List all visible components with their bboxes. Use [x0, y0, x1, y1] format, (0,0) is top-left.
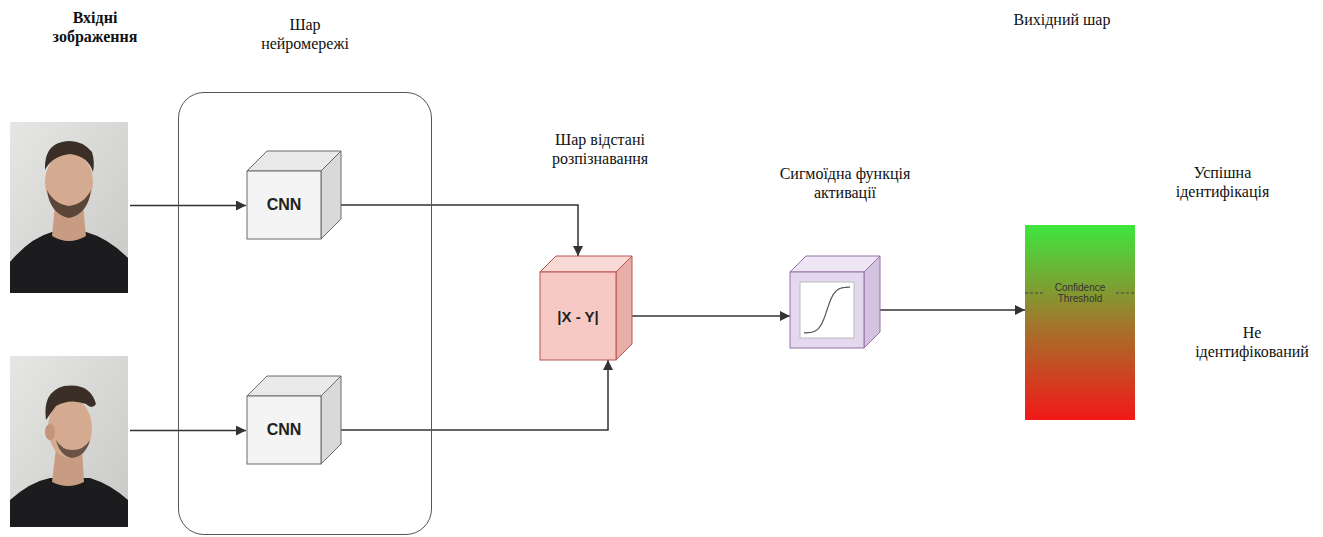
- beard: [47, 190, 91, 218]
- hoodie: [10, 232, 128, 293]
- threshold-line: [1025, 293, 1044, 294]
- cube-face-area: CNN: [247, 396, 321, 464]
- layer-cube: CNN: [247, 151, 341, 239]
- ear: [45, 424, 55, 440]
- cube-side: [616, 256, 632, 360]
- hair: [45, 385, 96, 420]
- layer-heading: Сигмоїдна функція активації: [765, 164, 925, 202]
- network-layer-group: Шар нейромережіCNNCNN: [178, 92, 432, 535]
- input-arrow: [130, 205, 246, 207]
- cube-side: [321, 376, 341, 464]
- cube-side: [321, 151, 341, 239]
- gradient-fill: [1025, 225, 1135, 420]
- layer-cube: Шар відстані розпізнавання|X - Y|: [540, 256, 632, 360]
- layer-cube: Сигмоїдна функція активації: [790, 256, 880, 348]
- sigmoid-curve: [804, 287, 850, 333]
- input-arrow: [130, 430, 246, 432]
- cube-shape: [247, 151, 341, 239]
- annotation-label: Не ідентифікований: [1191, 323, 1313, 361]
- flow-arrow: [341, 360, 608, 430]
- cube-label: CNN: [267, 421, 302, 439]
- flow-arrow: [880, 309, 1025, 311]
- cube-shape: [247, 376, 341, 464]
- photo-background: [10, 122, 128, 293]
- beard: [56, 440, 90, 458]
- layer-heading: Шар нейромережі: [255, 15, 355, 53]
- cube-front: [540, 272, 616, 360]
- layer-heading: Шар відстані розпізнавання: [535, 130, 665, 168]
- cube-face-area: CNN: [247, 171, 321, 239]
- cube-front: [790, 272, 864, 348]
- flow-arrow: [632, 315, 790, 317]
- cube-front: [247, 396, 321, 464]
- annotation-label: Успішна ідентифікація: [1160, 163, 1285, 201]
- cube-label: |X - Y|: [557, 308, 598, 325]
- photo-background: [10, 356, 128, 527]
- layer-heading: Вихідний шар: [982, 10, 1142, 29]
- output-bar: Вихідний шарConfidence Threshold: [1025, 225, 1135, 420]
- flow-arrow: [341, 205, 578, 256]
- input-photo: [10, 122, 128, 293]
- plot-frame: [800, 282, 854, 338]
- annotation-label: Вхідні зображення: [35, 8, 155, 46]
- input-photo: [10, 356, 128, 527]
- gradient-bar: [1025, 225, 1135, 420]
- cube-face-area: |X - Y|: [540, 272, 616, 360]
- cube-shape: [790, 256, 880, 348]
- cube-front: [247, 171, 321, 239]
- hair: [45, 141, 94, 172]
- cube-label: CNN: [267, 196, 302, 214]
- cube-side: [864, 256, 880, 348]
- layer-cube: CNN: [247, 376, 341, 464]
- threshold-label: Confidence Threshold: [1048, 282, 1112, 304]
- threshold-line: [1116, 293, 1135, 294]
